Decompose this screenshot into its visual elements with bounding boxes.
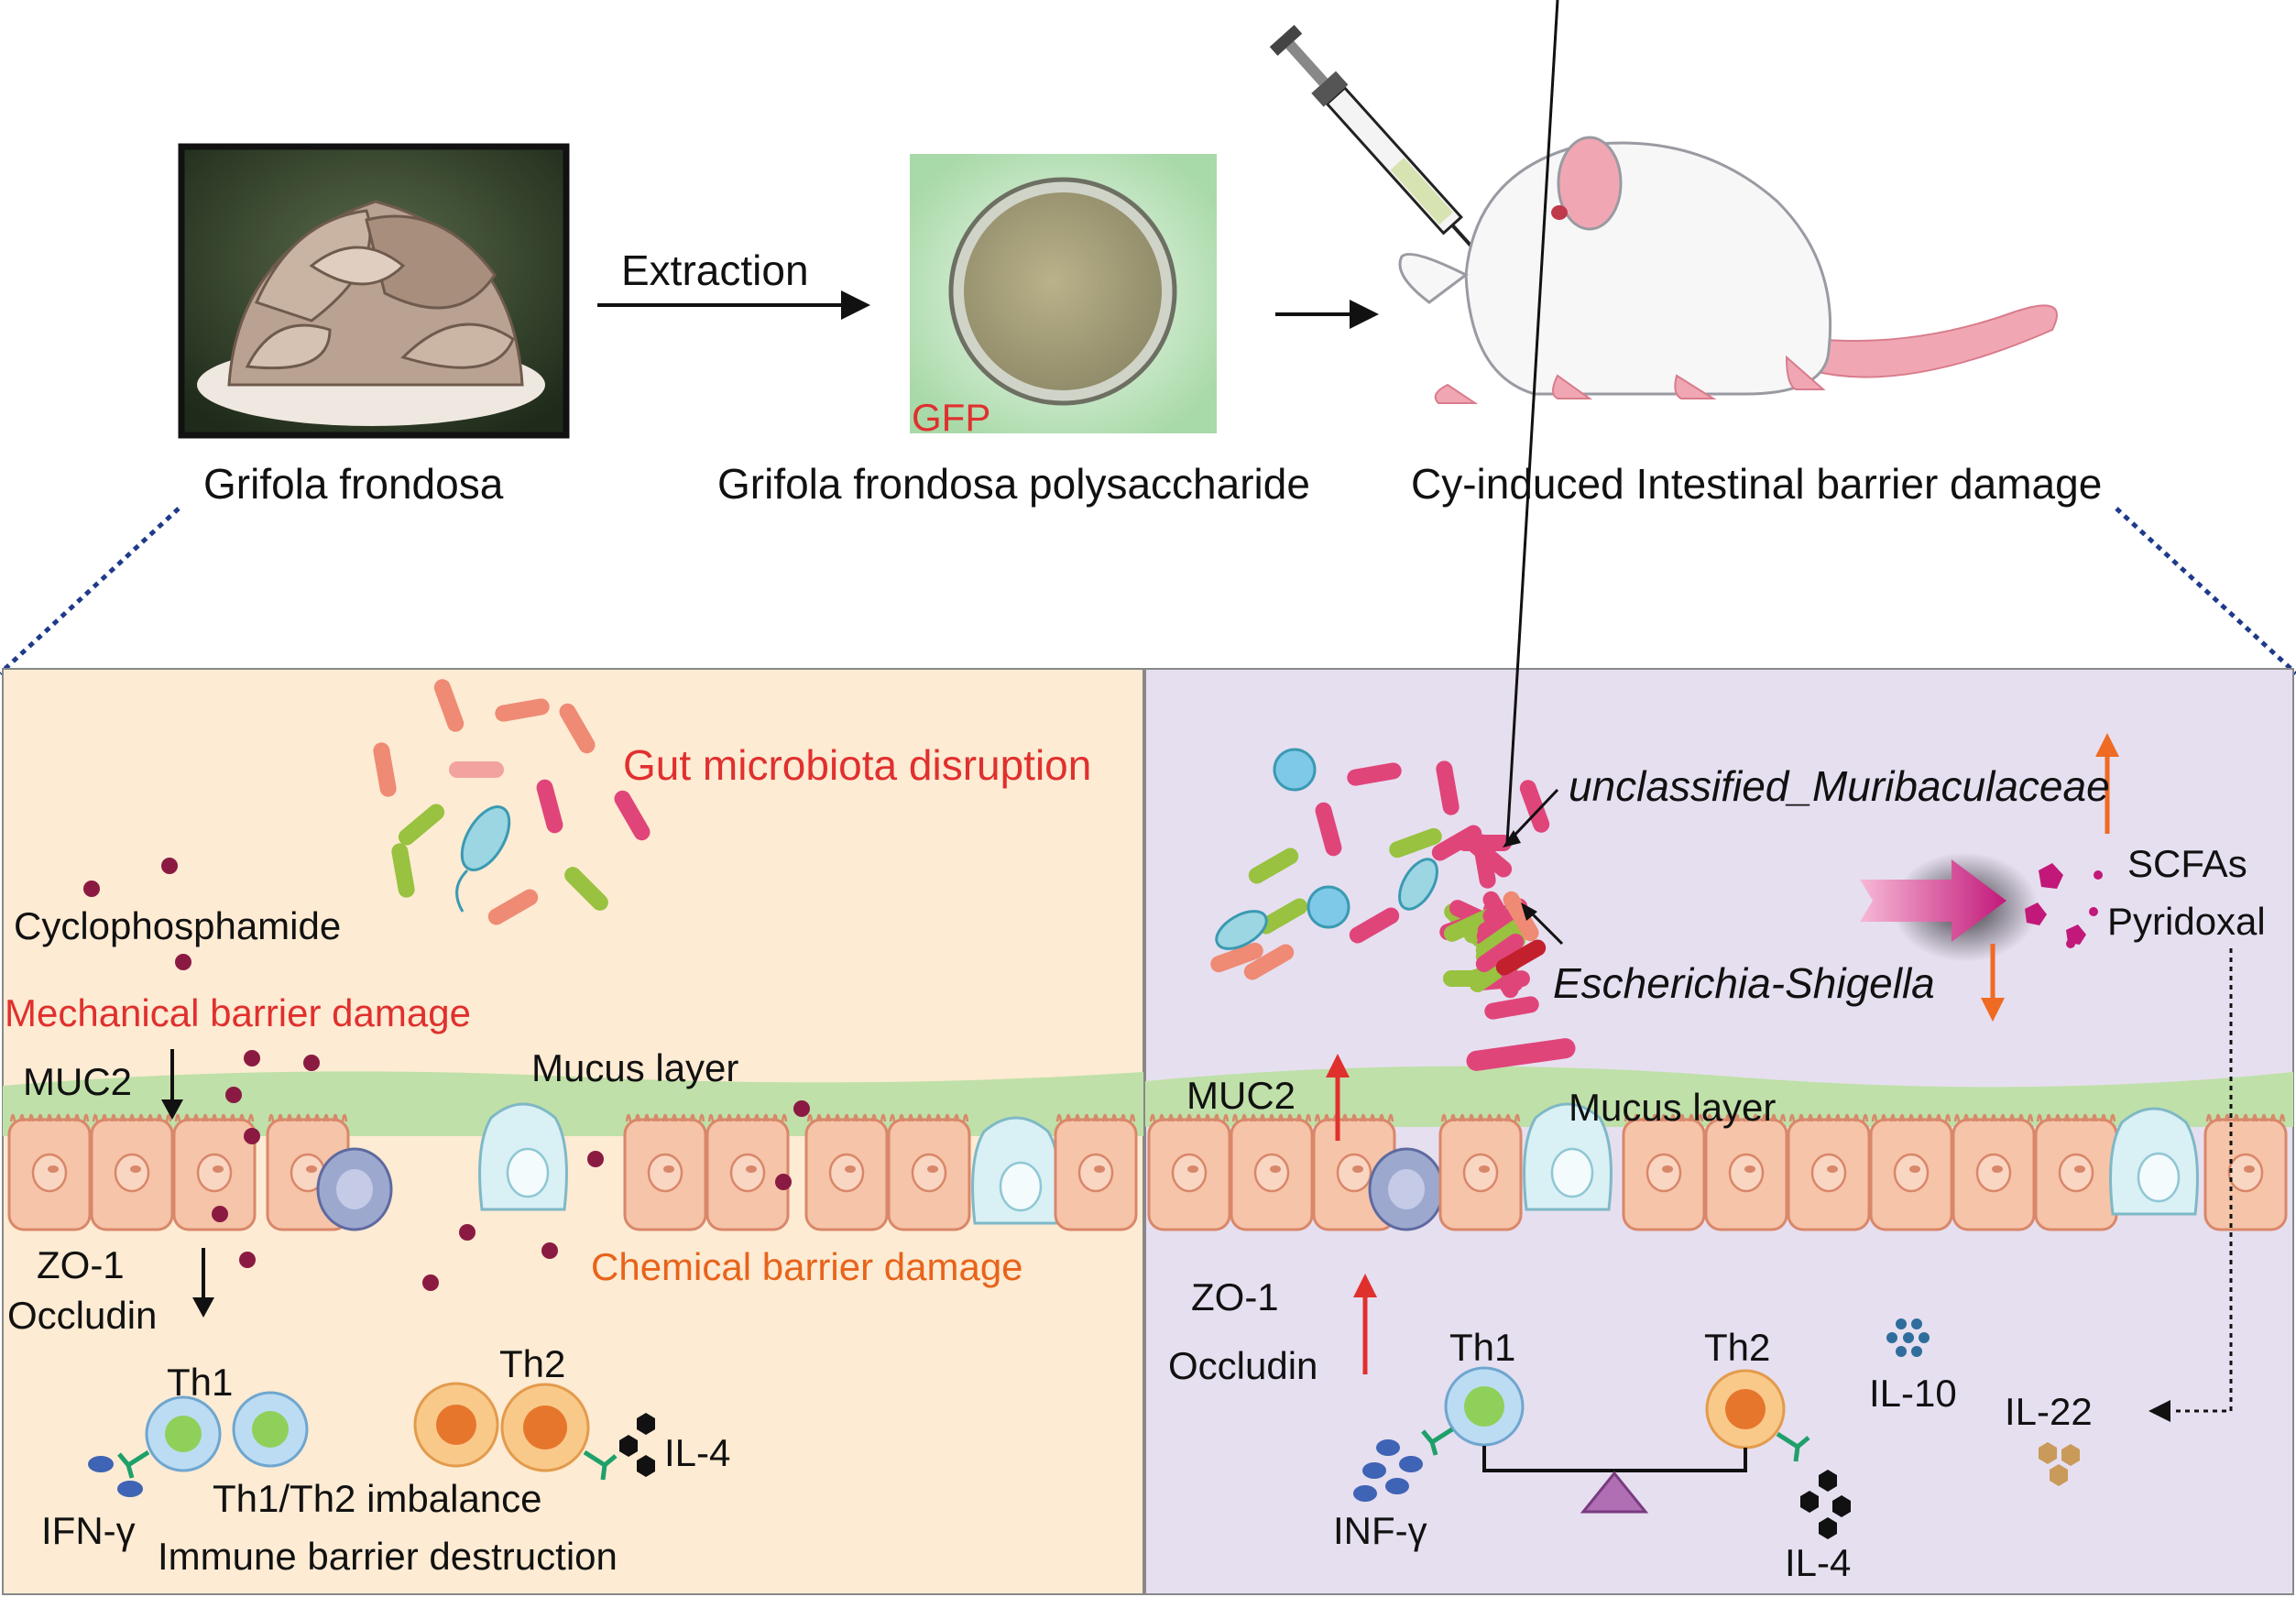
th2-cells-left [413, 1382, 655, 1481]
gfp-powder-photo [910, 154, 1217, 433]
extraction-arrow [597, 290, 870, 320]
il4-particles-right [1800, 1470, 1851, 1539]
zo1-label-right: ZO-1 [1191, 1275, 1279, 1318]
microbiota-disruption-label: Gut microbiota disruption [623, 741, 1092, 789]
zo1-up-arrow [1353, 1274, 1377, 1374]
th2-label-right: Th2 [1704, 1326, 1771, 1369]
zo1-down-arrow [192, 1248, 214, 1318]
il4-label-right: IL-4 [1785, 1541, 1852, 1584]
pyridoxal-to-il22-path [2148, 948, 2233, 1422]
extraction-label: Extraction [621, 246, 809, 294]
scfa-particles [2025, 863, 2103, 948]
escherichia-rods [1466, 1038, 1576, 1071]
mechanical-barrier-label: Mechanical barrier damage [5, 991, 471, 1034]
muc2-label-right: MUC2 [1186, 1074, 1296, 1117]
cyclophosphamide-particles [83, 858, 810, 1291]
mucus-layer-label-left: Mucus layer [531, 1046, 739, 1089]
ifn-gamma-label: IFN-γ [41, 1509, 136, 1552]
chemical-barrier-label: Chemical barrier damage [591, 1245, 1023, 1288]
muc2-up-arrow [1326, 1054, 1350, 1141]
pointer-escherichia [1521, 902, 1564, 946]
polysaccharide-label: Grifola frondosa polysaccharide [717, 460, 1310, 508]
th1-label-right: Th1 [1449, 1326, 1516, 1369]
gut-microbiota-disrupted [371, 676, 653, 928]
cyclophosphamide-label: Cyclophosphamide [14, 904, 342, 947]
model-arrow [1275, 300, 1379, 329]
pointer-muribaculaceae [1503, 0, 1559, 848]
occludin-label-left: Occludin [7, 1294, 158, 1337]
scfas-label: SCFAs [2127, 842, 2247, 885]
dotted-connector-right [2115, 507, 2296, 675]
mucus-layer-label-right: Mucus layer [1569, 1086, 1777, 1129]
muc2-label-left: MUC2 [23, 1060, 133, 1103]
th1-cell-right [1421, 1366, 1525, 1456]
pyridoxal-label: Pyridoxal [2107, 900, 2266, 943]
th2-cell-right [1705, 1369, 1810, 1462]
escherichia-label: Escherichia-Shigella [1553, 959, 1935, 1007]
zo1-label-left: ZO-1 [37, 1243, 125, 1286]
metabolite-release-arrow [1860, 852, 2039, 962]
il4-label-left: IL-4 [664, 1431, 731, 1474]
il10-label: IL-10 [1869, 1372, 1957, 1415]
muribaculaceae-label: unclassified_Muribaculaceae [1569, 762, 2110, 810]
inf-gamma-label: INF-γ [1333, 1509, 1427, 1552]
th2-label-left: Th2 [499, 1342, 566, 1385]
muc2-down-arrow [161, 1049, 183, 1120]
syringe-icon [1269, 25, 1503, 281]
inf-gamma-particles [1353, 1439, 1423, 1502]
immune-barrier-label: Immune barrier destruction [158, 1535, 618, 1578]
mucus-layer-right [1145, 1066, 2293, 1127]
gfp-tag: GFP [912, 396, 991, 439]
mushroom-label: Grifola frondosa [203, 460, 504, 508]
gut-microbiota-restored [1208, 748, 1552, 1022]
il22-particles [2039, 1442, 2080, 1486]
il22-label: IL-22 [2005, 1390, 2093, 1433]
th1-th2-imbalance-label: Th1/Th2 imbalance [213, 1477, 542, 1520]
il10-particles [1886, 1318, 1930, 1357]
escherichia-down-arrow [1981, 944, 2005, 1022]
th1-cells-left [88, 1391, 309, 1497]
scfa-up-arrow [2095, 733, 2119, 834]
mouse-illustration [1398, 136, 2058, 404]
mushroom-photo [178, 143, 570, 439]
dotted-connector-left [0, 507, 180, 675]
occludin-label-right: Occludin [1168, 1344, 1318, 1387]
model-label: Cy-induced Intestinal barrier damage [1411, 460, 2103, 508]
balance-scale [1482, 1446, 1747, 1514]
th1-label-left: Th1 [167, 1361, 234, 1404]
